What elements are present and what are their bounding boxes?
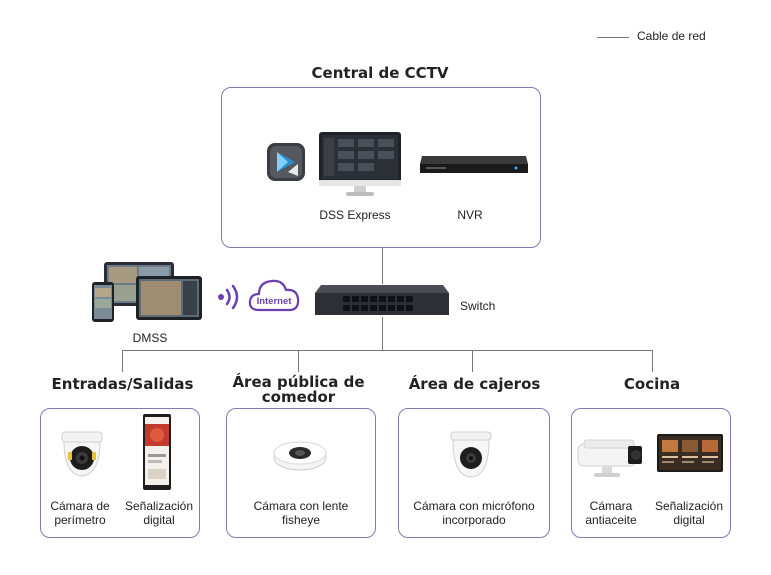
zone-1-item-1: Cámara de perímetro [50, 499, 110, 527]
nvr-icon [418, 152, 530, 176]
legend-label: Cable de red [637, 29, 706, 43]
zone-title-entradas: Entradas/Salidas [51, 375, 194, 393]
cable-drop-2 [298, 350, 299, 372]
zone-4-item-2: Señalización digital [654, 499, 724, 527]
zone-3-item-1: Cámara con micrófono incorporado [413, 499, 535, 527]
switch-label: Switch [460, 299, 496, 313]
internet-label: Internet [256, 296, 292, 307]
cable-switch-down [382, 317, 383, 350]
cable-central-switch [382, 248, 383, 284]
cable-bus [122, 350, 652, 351]
zone-box-comedor [226, 408, 376, 538]
digital-signage-icon [142, 414, 172, 492]
cable-drop-1 [122, 350, 123, 372]
bullet-camera-icon [576, 436, 646, 480]
zone-1-item-2: Señalización digital [124, 499, 194, 527]
central-title: Central de CCTV [311, 64, 449, 82]
zone-2-item-1: Cámara con lente fisheye [253, 499, 349, 527]
fisheye-camera-icon [272, 438, 328, 472]
zone-4-item-1: Cámara antiaceite [585, 499, 637, 527]
legend-line [597, 37, 629, 38]
perimeter-camera-icon [58, 430, 106, 480]
internet-cloud-icon [247, 274, 301, 316]
cable-drop-3 [472, 350, 473, 372]
cable-drop-4 [652, 350, 653, 372]
dmss-label: DMSS [132, 331, 168, 345]
zone-title-comedor: Área pública de comedor [232, 373, 365, 406]
switch-icon [313, 283, 451, 317]
dmss-devices-icon [92, 262, 212, 324]
wifi-signal-icon [215, 284, 243, 310]
zone-title-cocina: Cocina [623, 375, 681, 393]
monitor-icon [318, 131, 402, 197]
dss-app-icon [266, 142, 306, 182]
dome-camera-icon [446, 430, 496, 480]
zone-title-cajeros: Área de cajeros [408, 375, 541, 393]
dss-label: DSS Express [319, 208, 391, 222]
menu-signage-icon [657, 434, 723, 472]
zone-box-entradas [40, 408, 200, 538]
nvr-label: NVR [457, 208, 483, 222]
